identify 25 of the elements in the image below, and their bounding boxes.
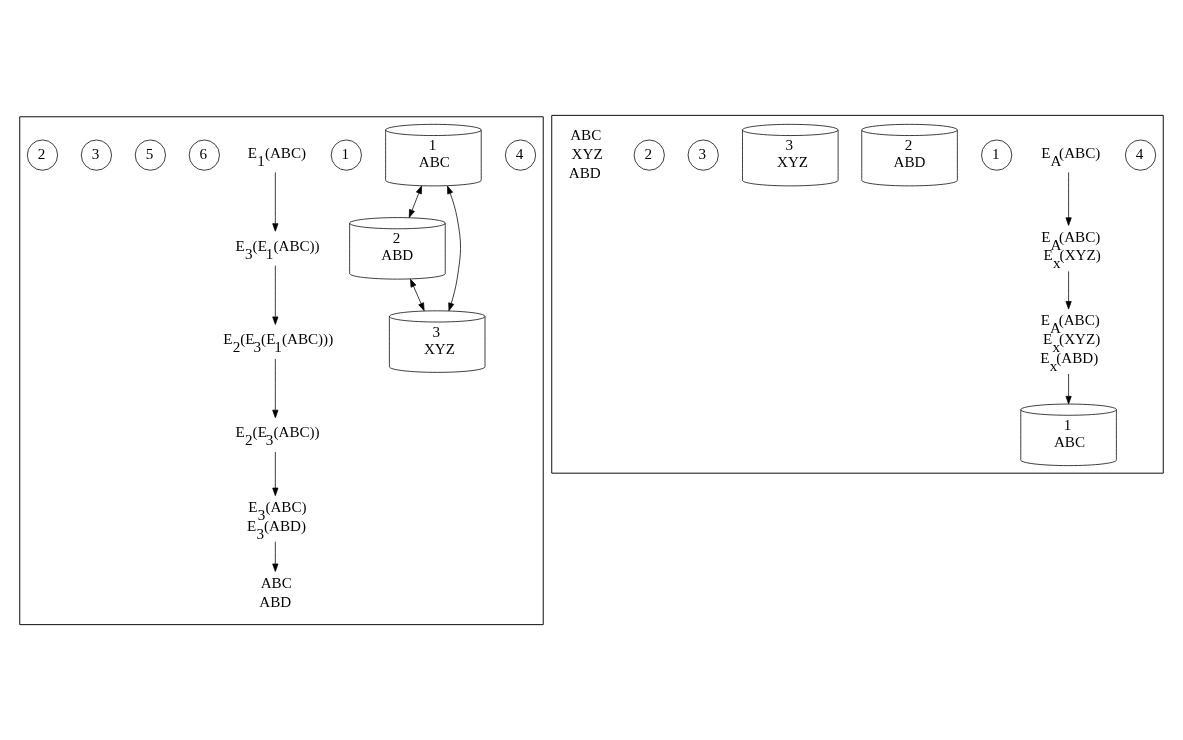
node-circle: 2 <box>633 139 665 171</box>
arrow <box>272 358 279 419</box>
node-text: ABC ABD <box>259 575 292 611</box>
arrow <box>410 278 425 312</box>
cluster <box>551 114 1164 474</box>
node-circle: 3 <box>687 139 719 171</box>
node-circle: 4 <box>505 139 537 171</box>
node-circle: 2 <box>26 139 58 171</box>
arrow <box>272 541 279 572</box>
arrow <box>272 172 279 232</box>
arrow <box>1065 271 1072 310</box>
node-circle: 3 <box>80 139 112 171</box>
node-circle: 5 <box>134 139 166 171</box>
node-circle: 1 <box>981 139 1013 171</box>
label: ABC XYZ ABD <box>568 126 603 181</box>
arrow <box>1065 172 1072 226</box>
cluster <box>19 116 544 626</box>
arrow <box>272 451 279 496</box>
node-circle: 1 <box>330 139 362 171</box>
node-circle: 4 <box>1125 139 1157 171</box>
arrow <box>272 265 279 325</box>
node-circle: 6 <box>188 139 220 171</box>
arrow <box>447 185 461 312</box>
arrow <box>408 185 422 218</box>
arrow <box>1065 373 1072 405</box>
